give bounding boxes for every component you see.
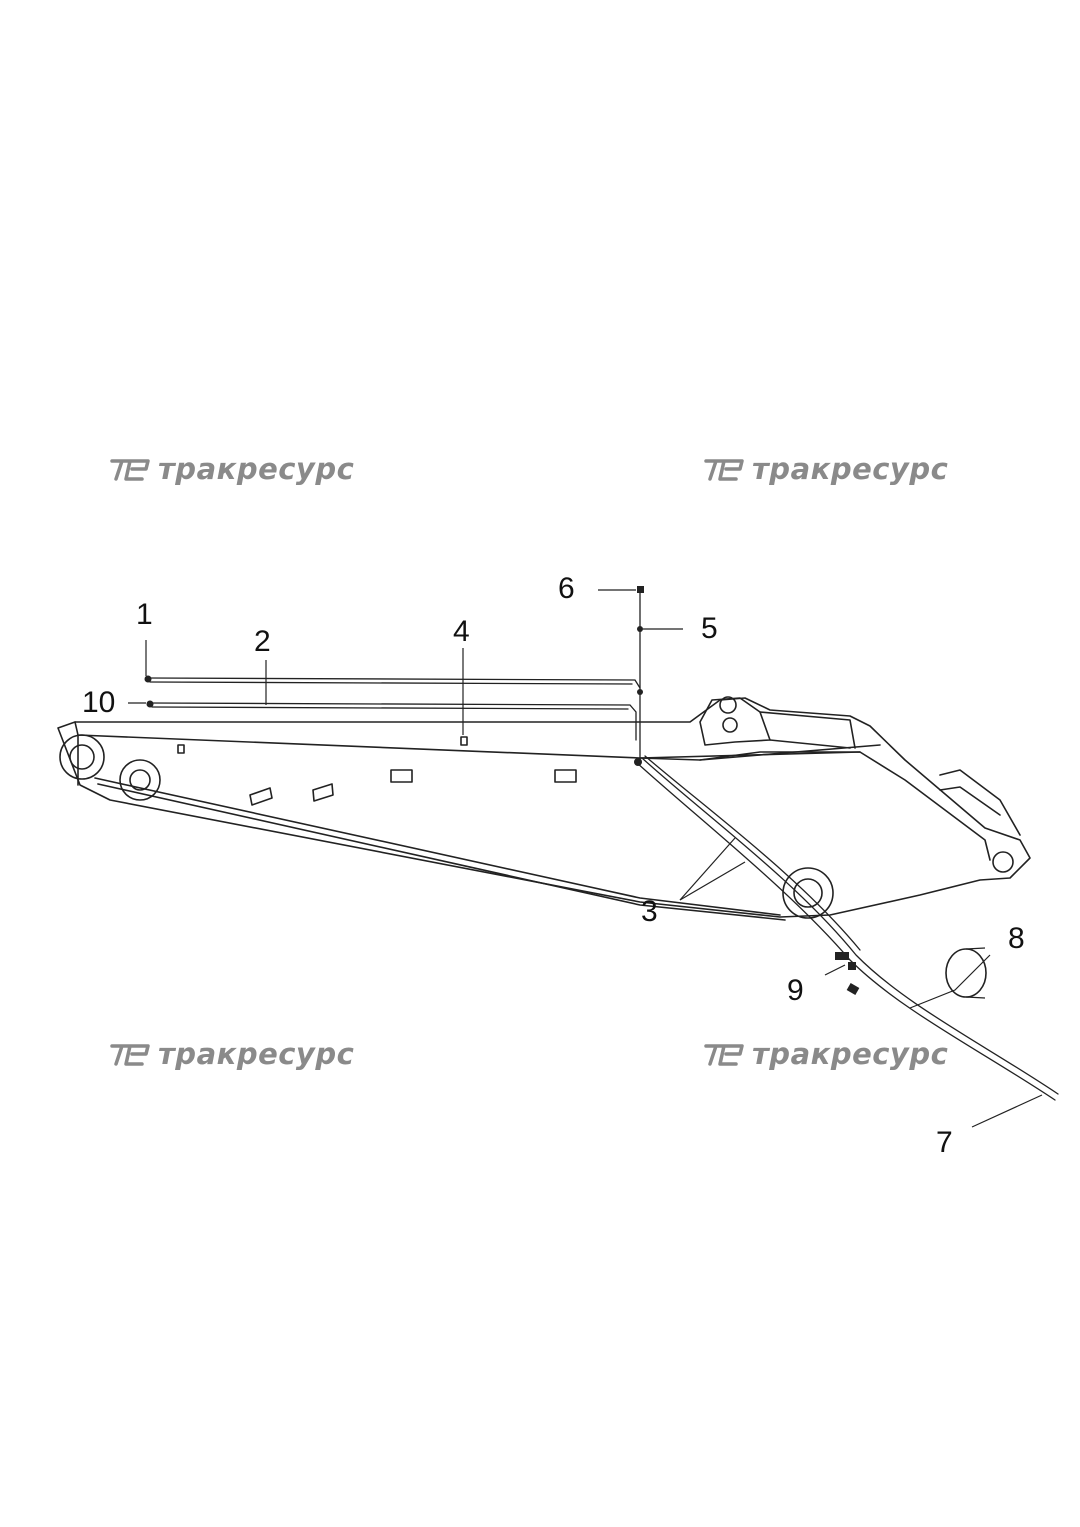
- steel-line-lower-inner: [151, 706, 629, 710]
- callout-7: 7: [936, 1126, 953, 1159]
- hose-7: [644, 755, 861, 951]
- mount-block: [390, 769, 413, 783]
- callout-8: 8: [1008, 922, 1025, 955]
- second-pin-boss: [119, 759, 161, 801]
- watermark-text: тракресурс: [752, 452, 949, 486]
- tr-logo-icon: [704, 459, 744, 481]
- foot-pin-boss: [782, 867, 834, 919]
- leader-8: [909, 954, 991, 1009]
- plug-fitting: [846, 983, 860, 995]
- front-pin-bore: [69, 744, 95, 770]
- rear-ear: [939, 769, 1021, 836]
- rear-pin-hole: [992, 851, 1014, 873]
- mount-block: [554, 769, 577, 783]
- tr-logo-icon: [110, 1044, 150, 1066]
- fitting-elbow: [634, 758, 642, 766]
- hose-3: [635, 761, 1056, 1101]
- pipe-clamp: [460, 736, 468, 746]
- rear-ear: [939, 786, 1001, 816]
- watermark-text: тракресурс: [158, 452, 355, 486]
- bracket-web: [769, 739, 851, 749]
- boom-upper-ridge: [639, 751, 991, 861]
- callout-9: 9: [787, 974, 804, 1007]
- leader-7: [971, 1094, 1043, 1128]
- mount-block: [249, 787, 273, 806]
- bracket-web: [759, 711, 856, 749]
- watermark-bottom-right: тракресурс: [702, 1034, 948, 1074]
- second-pin-bore: [129, 769, 151, 791]
- hose-3-inner: [641, 757, 1059, 1095]
- pipe-clamp: [177, 744, 185, 754]
- boom-top-edge: [74, 721, 861, 761]
- watermark-text: тракресурс: [752, 1037, 949, 1071]
- fitting-1: [144, 675, 152, 683]
- mount-block: [312, 783, 334, 802]
- bolt-6: [637, 586, 644, 593]
- callout-10: 10: [82, 686, 116, 719]
- callout-6: 6: [558, 572, 575, 605]
- washer-5: [637, 626, 643, 632]
- watermark-top-left: тракресурс: [108, 449, 354, 489]
- callout-4: 4: [453, 615, 470, 648]
- steel-line-upper: [147, 677, 641, 689]
- watermark-bottom-left: тракресурс: [108, 1034, 354, 1074]
- cylinder-bracket: [699, 697, 771, 746]
- tr-logo-icon: [110, 459, 150, 481]
- clamp-8-edge: [965, 947, 986, 999]
- clamp-8: [945, 948, 987, 998]
- fitting-riser: [637, 689, 643, 695]
- boom-bottom-plate-inner: [97, 783, 786, 921]
- callout-3: 3: [641, 895, 658, 928]
- bracket-hole: [719, 696, 737, 714]
- leader-9: [824, 964, 846, 976]
- watermark-top-right: тракресурс: [702, 449, 948, 489]
- front-pin-boss: [59, 734, 105, 780]
- steel-line-lower: [149, 702, 637, 741]
- connector-9: [835, 952, 849, 960]
- callout-1: 1: [136, 598, 153, 631]
- watermark-text: тракресурс: [158, 1037, 355, 1071]
- boom-bottom-plate: [94, 777, 781, 916]
- fitting-10: [146, 700, 154, 708]
- callout-2: 2: [254, 625, 271, 658]
- leader-3b: [679, 837, 736, 901]
- bracket-hole: [722, 717, 738, 733]
- callout-5: 5: [701, 612, 718, 645]
- tr-logo-icon: [704, 1044, 744, 1066]
- leader-3: [679, 861, 746, 901]
- steel-line-upper-inner: [149, 681, 633, 685]
- foot-pin-bore: [793, 878, 823, 908]
- connector-9b: [848, 962, 856, 970]
